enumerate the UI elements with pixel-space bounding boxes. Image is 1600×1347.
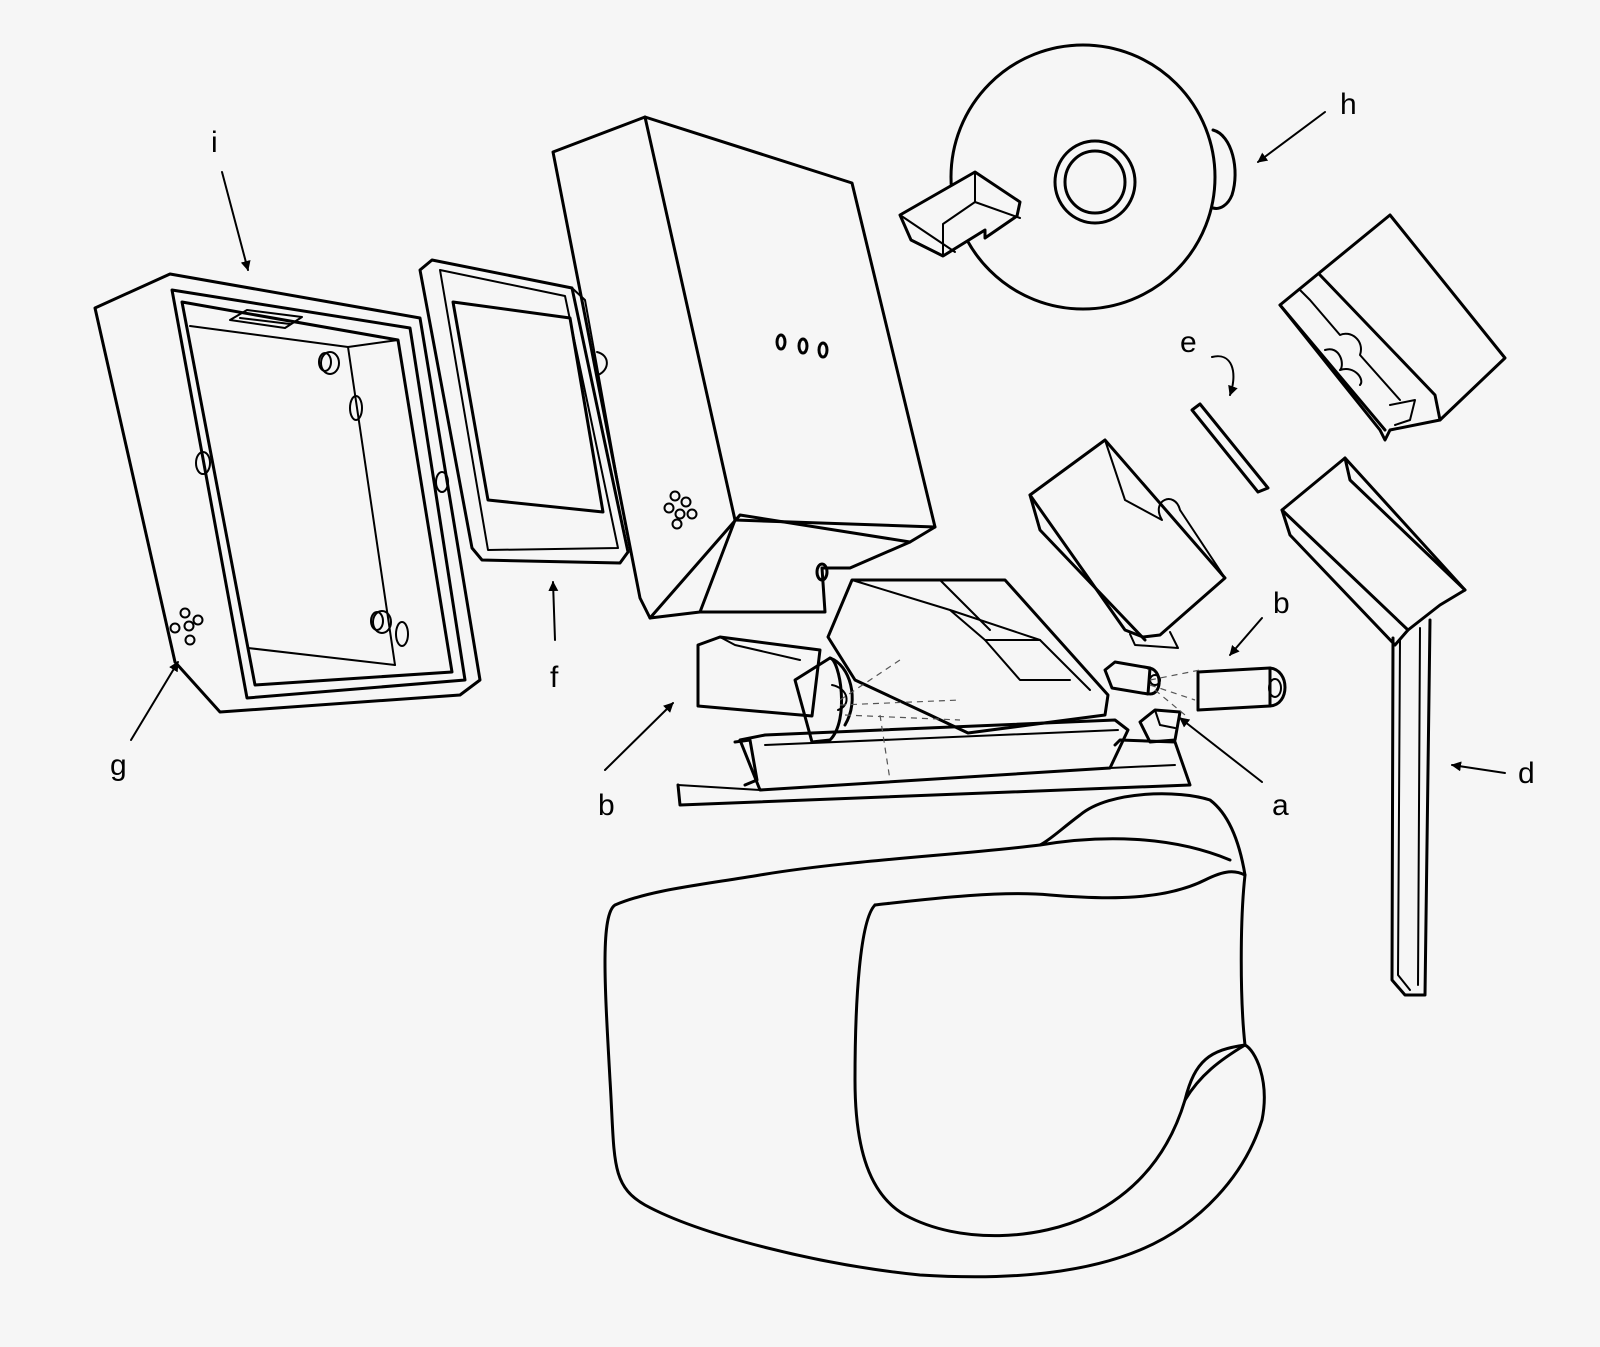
label-b-upper: b bbox=[1273, 587, 1290, 620]
arrow-a bbox=[1179, 717, 1263, 783]
label-d: d bbox=[1518, 757, 1535, 790]
arrow-h bbox=[1257, 111, 1326, 163]
label-h: h bbox=[1340, 88, 1357, 121]
arrow-e bbox=[1211, 355, 1238, 396]
part-f-screen-panel bbox=[418, 258, 631, 565]
label-a: a bbox=[1272, 789, 1289, 822]
upper-right-block bbox=[1278, 213, 1507, 442]
main-housing bbox=[551, 115, 937, 620]
label-b-lower: b bbox=[598, 789, 615, 822]
callout-arrows bbox=[130, 111, 1506, 783]
arrow-b-lower bbox=[604, 702, 674, 771]
arrow-i bbox=[221, 171, 251, 271]
label-e: e bbox=[1180, 326, 1197, 359]
callout-labels: i g f b h e b a d bbox=[110, 88, 1535, 822]
label-g: g bbox=[110, 749, 127, 782]
arrow-f bbox=[548, 581, 559, 641]
arrow-d bbox=[1451, 761, 1506, 774]
label-f: f bbox=[550, 661, 559, 694]
middle-right-block bbox=[1028, 438, 1227, 649]
part-i-back-housing bbox=[93, 272, 482, 714]
optics-assembly bbox=[676, 578, 1287, 807]
arrow-g bbox=[130, 661, 179, 741]
headrest-body bbox=[603, 792, 1266, 1279]
label-i: i bbox=[211, 126, 218, 159]
part-e-bar bbox=[1190, 402, 1270, 494]
part-h-camera-disc bbox=[898, 43, 1237, 311]
arrow-b-upper bbox=[1229, 617, 1263, 656]
part-d-stand bbox=[1280, 456, 1467, 997]
